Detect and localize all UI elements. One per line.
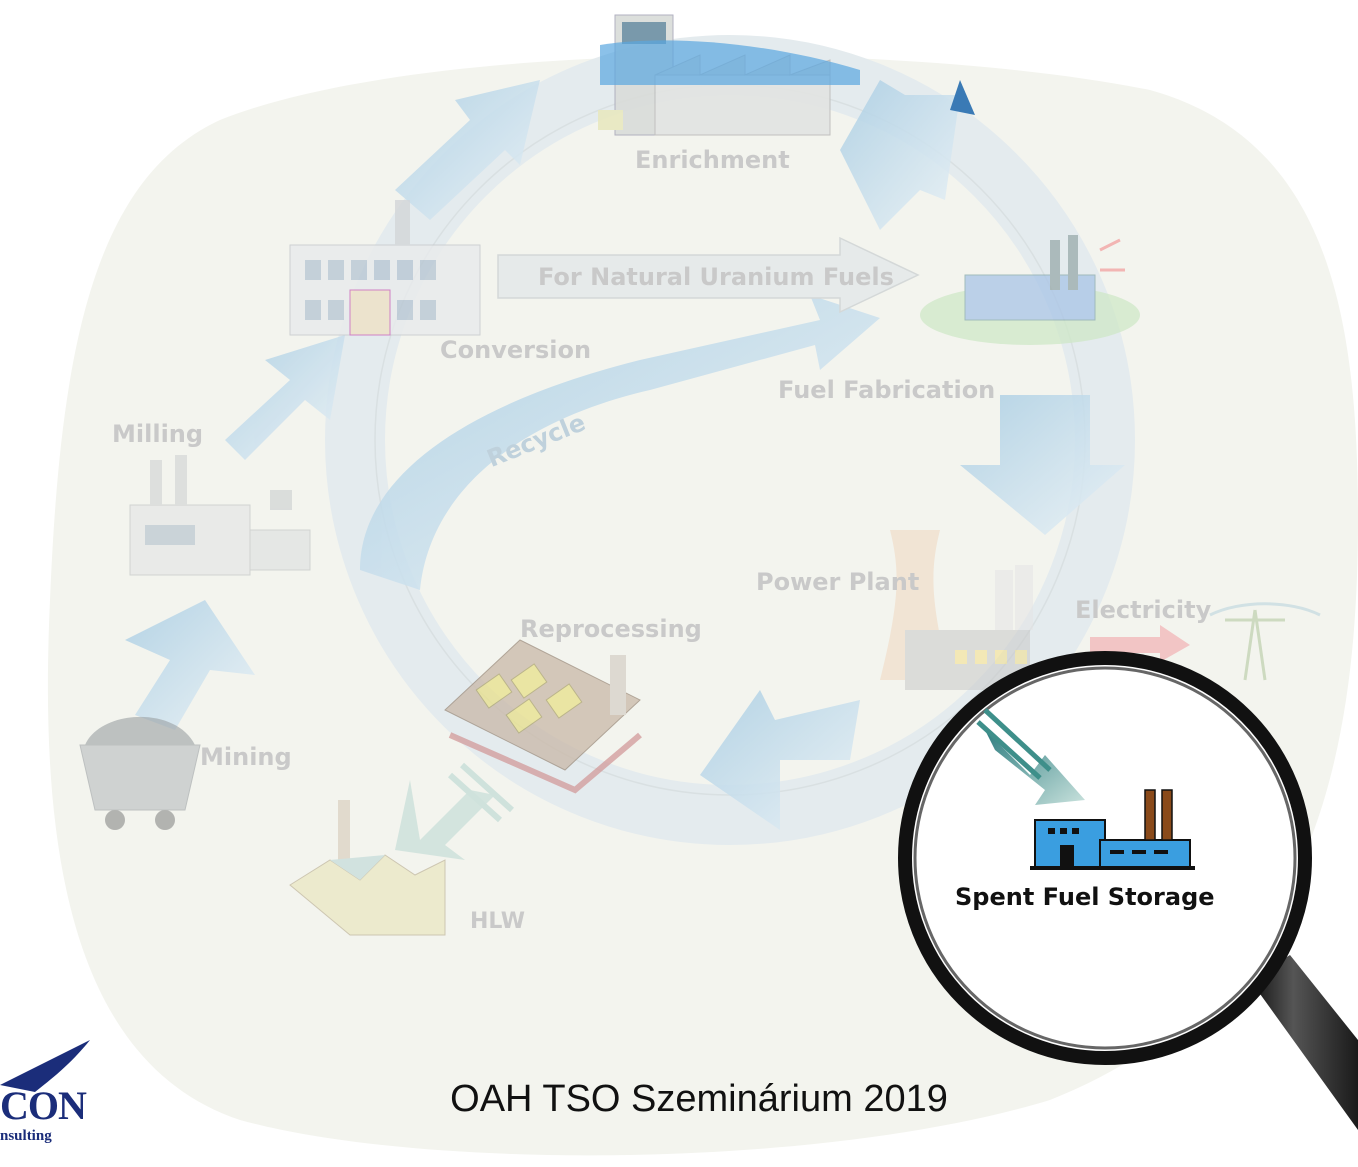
footer-title: OAH TSO Szeminárium 2019	[450, 1078, 948, 1120]
mining-cart-icon	[79, 716, 201, 830]
spent-fuel-storage-icon	[1030, 789, 1195, 870]
hlw-building-icon	[289, 800, 446, 936]
label-spent-fuel-storage: Spent Fuel Storage	[955, 883, 1215, 911]
label-milling: Milling	[112, 420, 203, 448]
logo-swoosh-icon	[0, 1040, 90, 1092]
label-natural-uranium: For Natural Uranium Fuels	[538, 263, 894, 291]
fuel-fabrication-icon	[920, 235, 1140, 345]
label-hlw: HLW	[470, 909, 525, 934]
electricity-pylon-icon	[1209, 602, 1321, 681]
cycle-arrows	[125, 80, 1125, 830]
natural-uranium-arrow	[497, 236, 920, 314]
label-fuel-fabrication: Fuel Fabrication	[778, 376, 995, 404]
milling-building-icon	[129, 455, 311, 576]
conversion-building-icon	[289, 200, 481, 336]
logo-name: CON	[0, 1083, 87, 1128]
label-mining: Mining	[200, 743, 292, 771]
storage-arrow	[985, 730, 1085, 805]
logo-tagline: nsulting	[0, 1128, 52, 1144]
label-power-plant: Power Plant	[756, 568, 919, 596]
hlw-arrow	[395, 780, 495, 860]
label-conversion: Conversion	[440, 336, 591, 364]
magnifier-handle	[1250, 955, 1358, 1130]
reprocessing-plant-icon	[444, 639, 642, 794]
label-reprocessing: Reprocessing	[520, 615, 702, 643]
label-electricity: Electricity	[1075, 596, 1212, 624]
magnifier-icon: Spent Fuel Storage	[898, 651, 1358, 1130]
label-enrichment: Enrichment	[635, 146, 790, 174]
